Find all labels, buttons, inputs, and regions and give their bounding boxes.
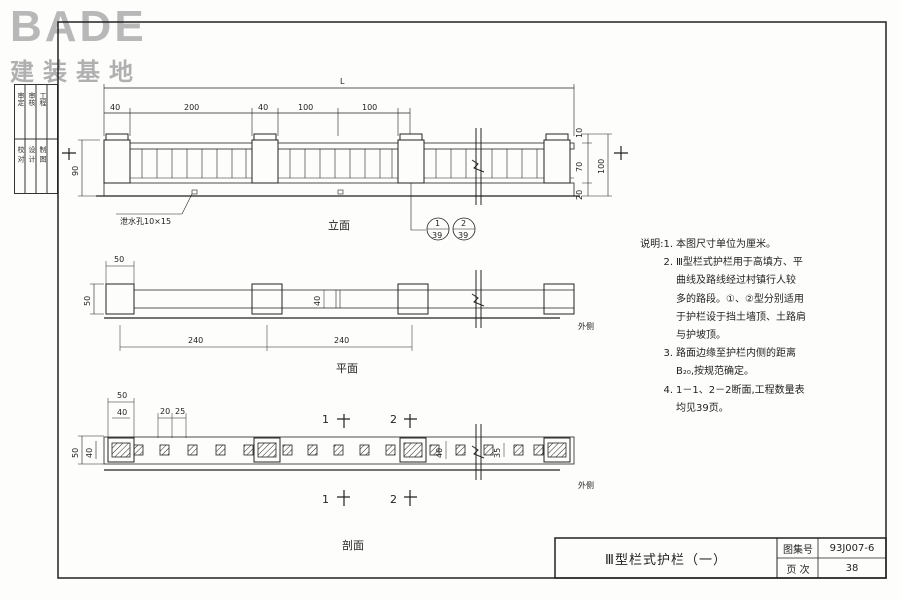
- cut-2-top: 2: [390, 413, 397, 426]
- dim-right-10: 10: [575, 128, 584, 138]
- sec-dim-50: 50: [117, 391, 127, 400]
- title-block: [554, 537, 887, 579]
- plan-title: 平面: [336, 362, 358, 375]
- cut-1-bottom: 1: [322, 493, 329, 506]
- note-3-line-1: 路面边缘至护栏内侧的距离: [676, 348, 796, 360]
- plan-dim-240a: 240: [188, 336, 203, 345]
- note-2-line-3: 多的路段。①、②型分别适用: [676, 293, 804, 305]
- side-signature-block: 校 对 设 计 制 图 审定 审核 工程: [14, 84, 58, 194]
- section-labels: 50 40 20 25 50 40 40 35 1 2 1 2 外侧 剖面: [71, 391, 594, 552]
- note-2: 2. Ⅲ型栏式护栏用于高填方、平: [636, 254, 836, 272]
- note-3-num: 3.: [663, 348, 673, 360]
- plan-dim-50-top: 50: [114, 255, 124, 264]
- section-title: 剖面: [342, 538, 364, 552]
- note-2-num: 2.: [663, 257, 673, 269]
- atlas-number-value: 93J007-6: [829, 543, 875, 554]
- note-3: 3. 路面边缘至护栏内侧的距离: [636, 345, 836, 363]
- dim-right-100: 100: [597, 159, 606, 174]
- plan-dim-40-mid: 40: [313, 296, 322, 306]
- side-label-project: 工程: [39, 92, 47, 106]
- drawing-title: Ⅲ型栏式护栏（一）: [605, 552, 727, 568]
- note-2-line-4: 于护栏设于挡土墙顶、土路肩: [676, 311, 806, 323]
- plan-dim-240b: 240: [334, 336, 349, 345]
- page-number-label: 页 次: [786, 565, 810, 576]
- elevation-view: [62, 84, 628, 241]
- cut-2-bottom: 2: [390, 493, 397, 506]
- sec-dim-left-50: 50: [71, 448, 80, 458]
- side-label-review: 审核: [28, 92, 36, 106]
- note-heading: 说明:1.: [640, 239, 673, 250]
- callout-1-num: 1: [435, 219, 440, 228]
- side-label-check: 校 对: [17, 146, 25, 163]
- note-3-line-2: B₂₀,按规范确定。: [676, 366, 755, 378]
- plan-labels: 50 50 40 240 240 外侧 平面: [83, 255, 594, 375]
- logo-chinese-text: 建装基地: [10, 58, 142, 86]
- callout-2-num: 2: [461, 219, 466, 228]
- section-outer-label: 外侧: [578, 480, 594, 490]
- sec-dim-20: 20: [160, 407, 170, 416]
- note-2-line-1: Ⅲ型栏式护栏用于高填方、平: [676, 257, 803, 269]
- note-1-text: 本图尺寸单位为厘米。: [676, 239, 776, 250]
- sec-dim-right-35: 35: [493, 448, 502, 458]
- bade-logo: BADE 建装基地: [8, 2, 173, 86]
- atlas-number-label: 图集号: [783, 545, 813, 556]
- page-number-value: 38: [845, 563, 859, 574]
- callout-1-page: 39: [432, 231, 442, 240]
- callout-2-page: 39: [458, 231, 468, 240]
- side-label-design: 设 计: [28, 146, 36, 163]
- cut-1-top: 1: [322, 413, 329, 426]
- dim-right-20: 20: [575, 190, 584, 200]
- dim-elev-40a: 40: [110, 103, 120, 112]
- plan-view: [90, 261, 575, 351]
- logo-brand-text: BADE: [10, 2, 147, 51]
- dim-elev-200: 200: [184, 103, 199, 112]
- design-notes: 说明:1. 本图尺寸单位为厘米。 2. Ⅲ型栏式护栏用于高填方、平 曲线及路线经…: [636, 236, 836, 418]
- sec-dim-25: 25: [175, 407, 185, 416]
- sec-dim-right-40: 40: [435, 448, 444, 458]
- note-2-line-5: 与护坡顶。: [676, 330, 726, 342]
- plan-dim-50-left: 50: [83, 296, 92, 306]
- section-view: [78, 398, 575, 506]
- dim-total-L: L: [340, 77, 345, 86]
- elevation-labels: L 40 200 40 100 100 10 70 20 100 90 泄水孔1…: [71, 77, 606, 240]
- dim-left-90: 90: [71, 166, 80, 176]
- note-4: 4. 1－1、2－2断面,工程数量表: [636, 382, 836, 400]
- sec-dim-left-40: 40: [85, 448, 94, 458]
- note-2-line-2: 曲线及路线经过村镇行人较: [676, 275, 796, 287]
- sec-dim-40: 40: [117, 408, 127, 417]
- dim-elev-100b: 100: [362, 103, 377, 112]
- elevation-title: 立面: [328, 218, 350, 232]
- dim-elev-100a: 100: [298, 103, 313, 112]
- side-label-approve: 审定: [17, 92, 25, 106]
- note-1: 说明:1. 本图尺寸单位为厘米。: [636, 236, 836, 254]
- note-4-line-2: 均见39页。: [676, 402, 729, 414]
- note-4-line-1: 1－1、2－2断面,工程数量表: [676, 384, 805, 396]
- drain-hole-label: 泄水孔10×15: [120, 216, 171, 226]
- dim-right-70: 70: [575, 162, 584, 172]
- side-label-draw: 制 图: [39, 146, 47, 163]
- note-4-num: 4.: [663, 384, 673, 396]
- dim-elev-40b: 40: [258, 103, 268, 112]
- sheet-border: [57, 21, 887, 579]
- plan-outer-label: 外侧: [578, 321, 594, 331]
